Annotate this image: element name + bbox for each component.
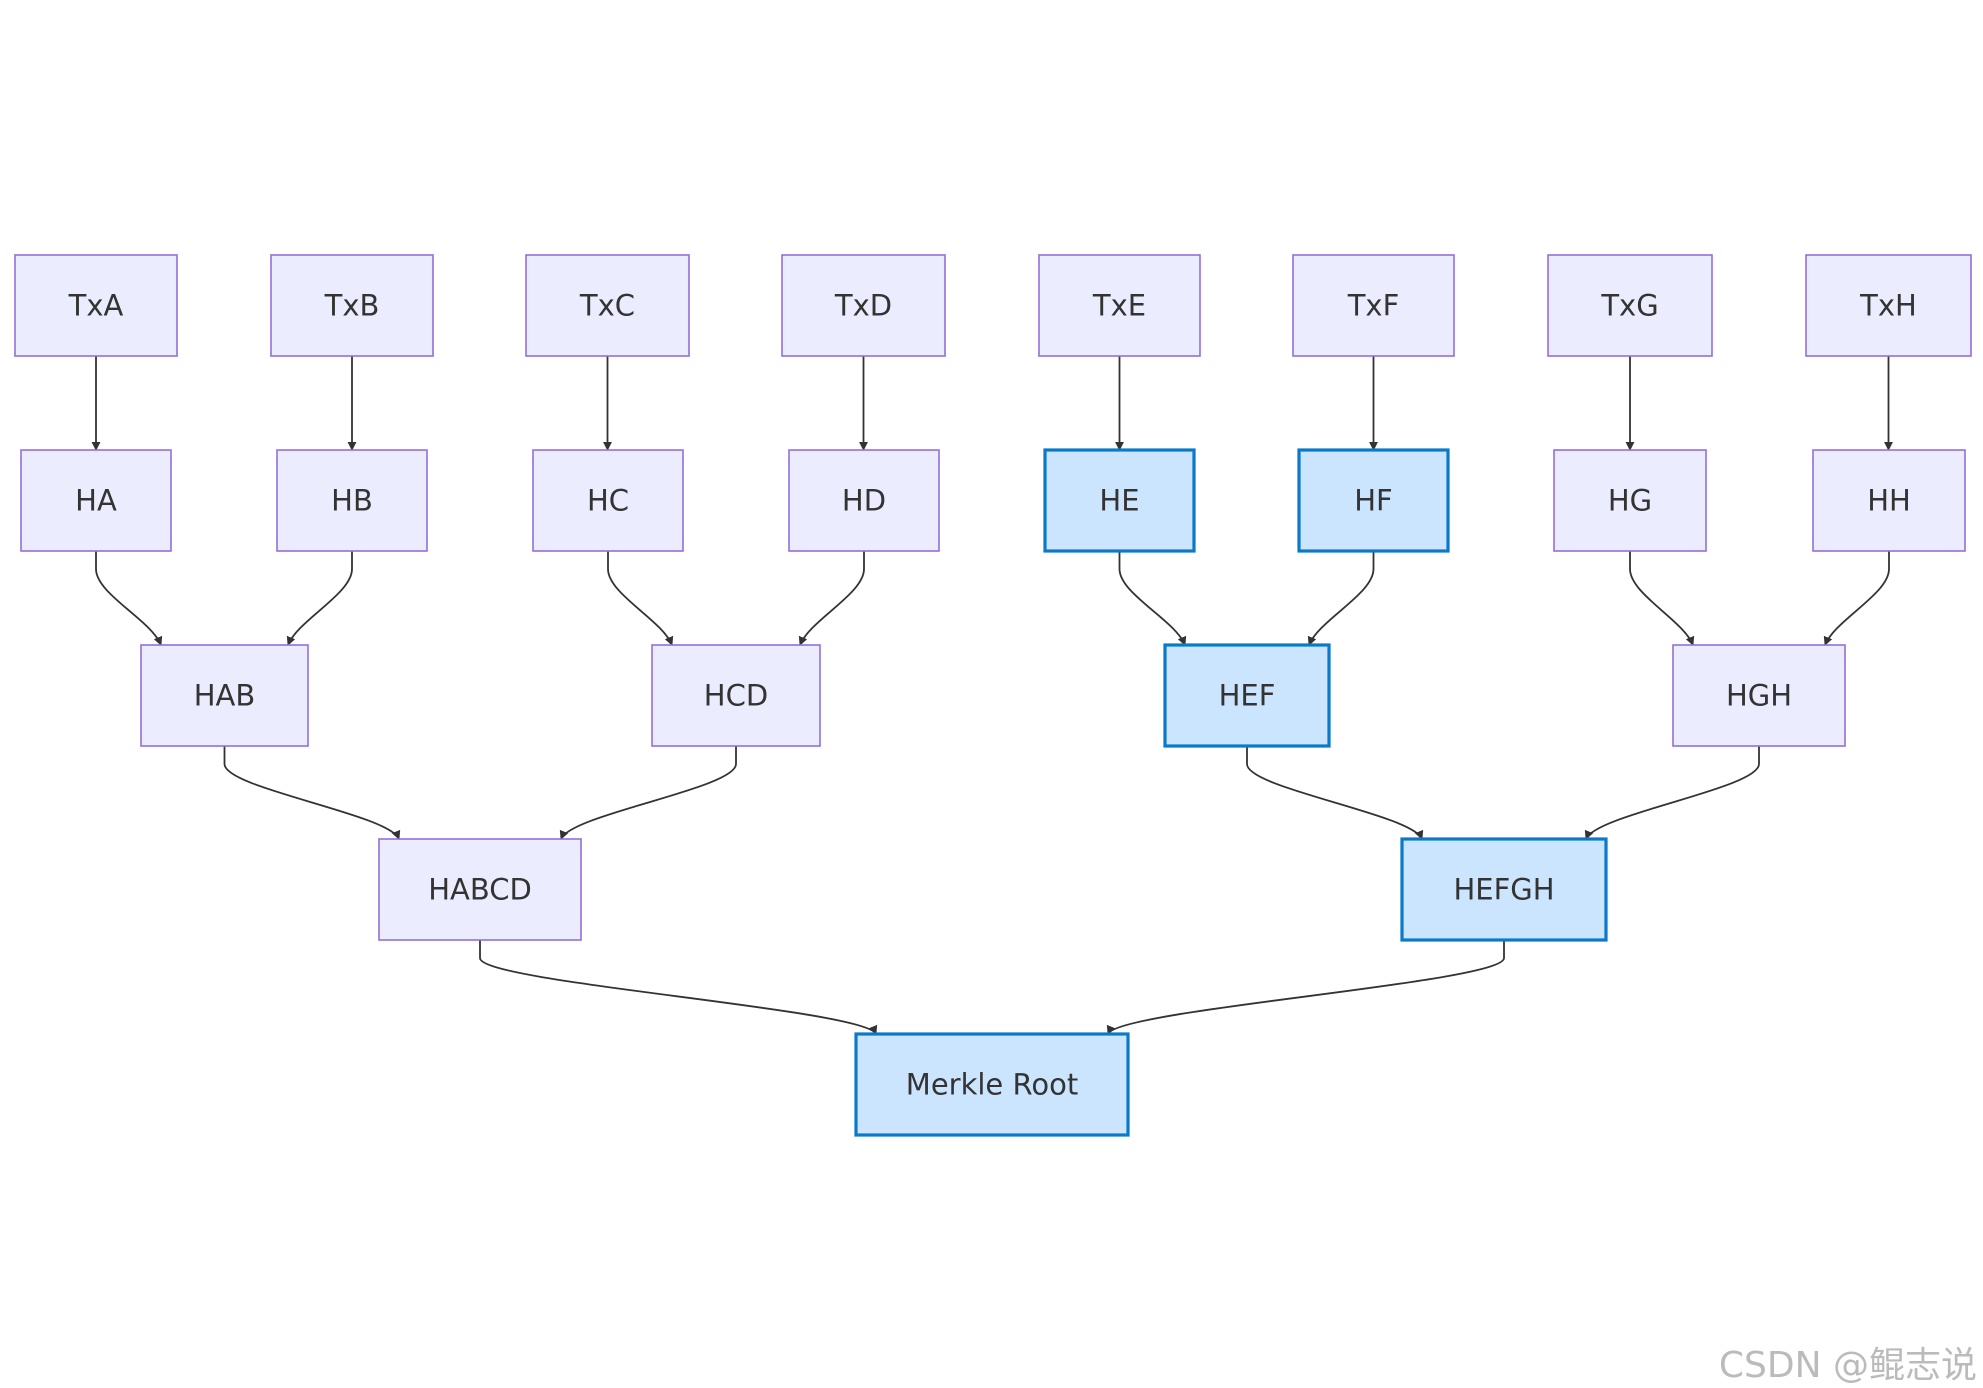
node-label-txe: TxE: [1092, 289, 1146, 323]
node-label-txf: TxF: [1347, 289, 1400, 323]
watermark: CSDN @鲲志说: [1718, 1345, 1977, 1386]
node-box-hcd: [651, 644, 821, 747]
edge-hd-to-hcd: [798, 551, 865, 646]
edge-hf-to-hef: [1307, 551, 1375, 646]
node-box-txf: [1292, 254, 1455, 357]
node-hg: HG: [1553, 449, 1707, 552]
node-box-hh: [1812, 449, 1966, 552]
node-txa: TxA: [14, 254, 178, 357]
edge-hab-to-habcd: [223, 746, 401, 840]
node-txg: TxG: [1547, 254, 1713, 357]
node-label-habcd: HABCD: [428, 873, 532, 907]
node-hb: HB: [276, 449, 428, 552]
node-box-txb: [270, 254, 434, 357]
node-label-txg: TxG: [1600, 289, 1658, 323]
edge-hc-to-hcd: [607, 551, 674, 646]
node-label-txh: TxH: [1859, 289, 1917, 323]
edge-hb-to-hab: [286, 551, 353, 646]
node-ha: HA: [20, 449, 172, 552]
node-label-hh: HH: [1867, 484, 1911, 518]
node-label-hf: HF: [1354, 484, 1393, 518]
node-box-txa: [14, 254, 178, 357]
node-label-hc: HC: [587, 484, 629, 518]
node-habcd: HABCD: [378, 838, 582, 941]
node-box-merkleroot: [854, 1032, 1130, 1137]
node-box-txc: [525, 254, 690, 357]
node-box-hgh: [1672, 644, 1846, 747]
node-label-txa: TxA: [68, 289, 124, 323]
node-box-txe: [1038, 254, 1201, 357]
edge-hg-to-hgh: [1629, 551, 1695, 646]
node-box-hb: [276, 449, 428, 552]
node-txb: TxB: [270, 254, 434, 357]
node-label-hd: HD: [842, 484, 886, 518]
node-hh: HH: [1812, 449, 1966, 552]
node-box-ha: [20, 449, 172, 552]
node-hgh: HGH: [1672, 644, 1846, 747]
node-box-hefgh: [1400, 837, 1608, 942]
node-hefgh: HEFGH: [1400, 837, 1608, 942]
node-label-txd: TxD: [834, 289, 892, 323]
node-label-txc: TxC: [579, 289, 635, 323]
node-he: HE: [1043, 448, 1196, 553]
edge-ha-to-hab: [95, 551, 163, 646]
node-label-txb: TxB: [324, 289, 380, 323]
edges-layer: [91, 356, 1893, 1035]
node-txf: TxF: [1292, 254, 1455, 357]
node-label-hefgh: HEFGH: [1453, 873, 1554, 907]
node-label-hb: HB: [331, 484, 373, 518]
node-label-merkleroot: Merkle Root: [906, 1068, 1078, 1102]
node-hab: HAB: [140, 644, 309, 747]
edge-hgh-to-hefgh: [1584, 746, 1760, 840]
edge-hcd-to-habcd: [559, 746, 737, 840]
node-box-txg: [1547, 254, 1713, 357]
node-box-hg: [1553, 449, 1707, 552]
node-box-hab: [140, 644, 309, 747]
edge-he-to-hef: [1118, 551, 1187, 646]
edge-hefgh-to-merkleroot: [1106, 940, 1505, 1035]
node-hf: HF: [1297, 448, 1450, 553]
edge-habcd-to-merkleroot: [479, 940, 878, 1035]
node-box-hf: [1297, 448, 1450, 553]
node-txd: TxD: [781, 254, 946, 357]
node-label-hef: HEF: [1219, 679, 1276, 713]
node-txc: TxC: [525, 254, 690, 357]
node-txe: TxE: [1038, 254, 1201, 357]
node-label-ha: HA: [75, 484, 117, 518]
node-label-hgh: HGH: [1726, 679, 1792, 713]
node-box-hd: [788, 449, 940, 552]
node-box-he: [1043, 448, 1196, 553]
node-box-txh: [1805, 254, 1972, 357]
node-label-he: HE: [1099, 484, 1139, 518]
node-hc: HC: [532, 449, 684, 552]
node-label-hg: HG: [1608, 484, 1652, 518]
node-merkleroot: Merkle Root: [854, 1032, 1130, 1137]
node-label-hcd: HCD: [704, 679, 768, 713]
node-hef: HEF: [1163, 643, 1331, 748]
node-box-hef: [1163, 643, 1331, 748]
node-label-hab: HAB: [194, 679, 256, 713]
node-box-txd: [781, 254, 946, 357]
node-hcd: HCD: [651, 644, 821, 747]
edge-hh-to-hgh: [1823, 551, 1890, 646]
node-box-hc: [532, 449, 684, 552]
edge-hef-to-hefgh: [1246, 746, 1424, 840]
node-box-habcd: [378, 838, 582, 941]
node-hd: HD: [788, 449, 940, 552]
node-txh: TxH: [1805, 254, 1972, 357]
